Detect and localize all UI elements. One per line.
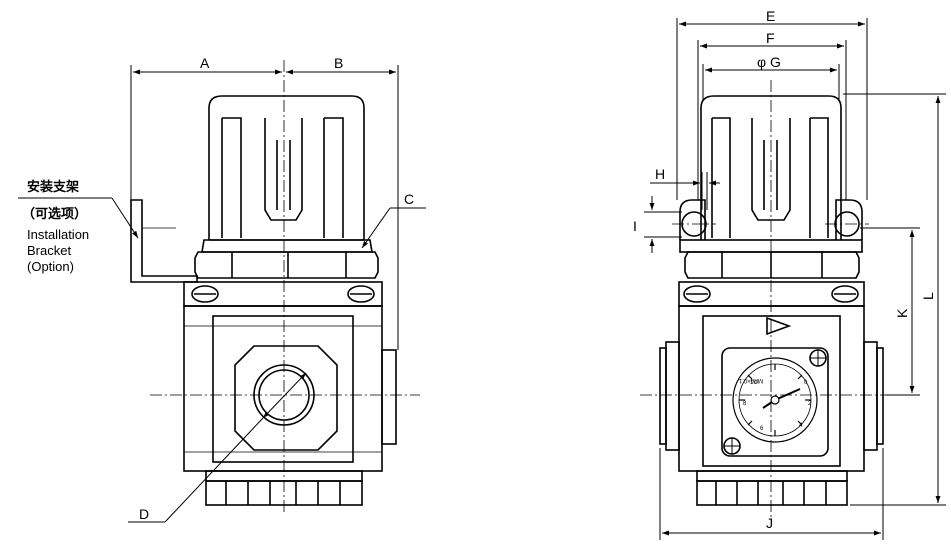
dimension-efg [676,18,868,200]
dimension-ab [130,65,399,350]
gauge-scale-0: 0 [804,380,808,386]
gauge-scale-2: 2 [808,401,812,407]
body-top-flange-left [183,281,383,307]
centerlines-right [640,80,900,520]
dimension-k [860,227,920,396]
adjustment-knob-left [208,95,365,241]
leader-c [361,207,426,249]
left-view [18,60,426,523]
right-view [640,18,946,540]
bracket-note-en-line2: Bracket [27,243,71,258]
dim-label-b: B [334,55,343,71]
gauge-scale-4: 4 [799,423,803,429]
bracket-note-en-line3: (Option) [27,259,74,274]
dimension-l [843,93,946,506]
dim-label-l: L [920,292,936,300]
dimension-i [644,196,682,253]
lock-nut-left [194,239,379,279]
dimension-j [659,448,884,540]
dim-label-h: H [655,166,665,182]
dim-label-i: I [633,218,637,234]
dimension-h [650,172,720,210]
dim-label-d: D [139,506,149,522]
bracket-note-cn-line2: （可选项） [22,206,87,221]
body-left [183,305,397,472]
bottom-cap-right [696,470,848,506]
installation-bracket-left [130,199,198,283]
lock-nut-right [684,251,860,279]
bracket-note-en-line1: Installation [27,227,89,242]
bracket-note-cn-line1: 安装支架 [27,179,79,194]
pressure-gauge [732,357,818,443]
dim-label-a: A [200,55,210,71]
dim-label-j: J [766,515,773,531]
dim-label-c: C [404,191,414,207]
gauge-unit-text: MPa×0.1 [738,377,763,383]
gauge-scale-10: 10 [750,380,757,386]
dim-label-e: E [766,8,775,24]
dim-label-g: φ G [757,54,781,70]
leader-d [128,372,307,523]
leader-bracket [18,197,176,239]
dim-label-f: F [766,30,775,46]
gauge-scale-6: 6 [760,426,764,432]
gauge-scale-8: 8 [743,401,747,407]
dim-label-k: K [894,308,910,318]
body-top-flange-right [678,281,865,307]
body-right [659,305,884,472]
centerlines-left [150,60,420,515]
